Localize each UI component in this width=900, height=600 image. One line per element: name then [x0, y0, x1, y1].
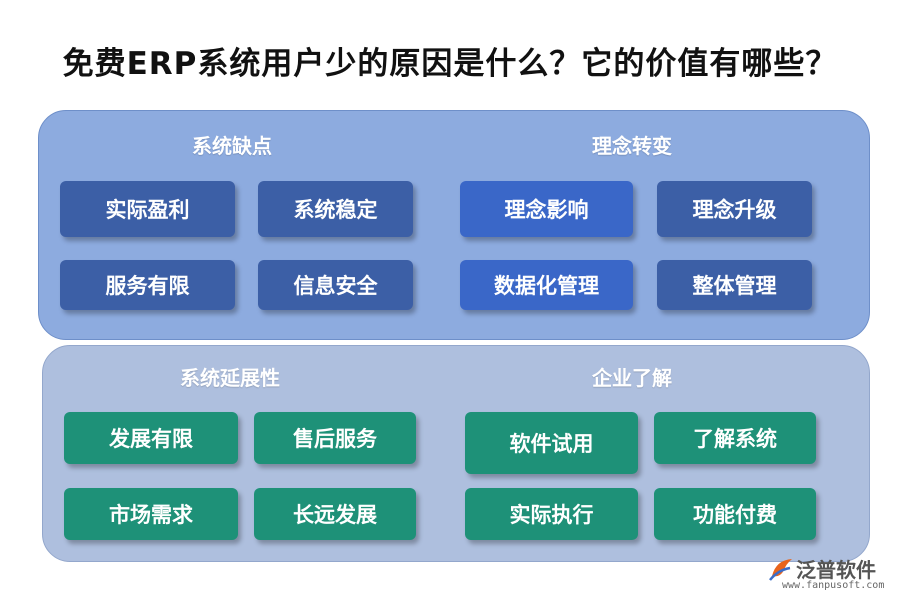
fanpu-logo-icon — [769, 559, 792, 581]
section-title-system-extensibility: 系统延展性 — [180, 366, 280, 390]
box-system-stability: 系统稳定 — [258, 181, 413, 237]
section-title-system-defects: 系统缺点 — [192, 134, 272, 158]
box-actual-execution: 实际执行 — [465, 488, 638, 540]
box-concept-influence: 理念影响 — [460, 181, 633, 237]
box-software-trial: 软件试用 — [465, 412, 638, 474]
box-concept-upgrade: 理念升级 — [657, 181, 812, 237]
logo-url: www.fanpusoft.com — [782, 580, 885, 591]
diagram-title: 免费ERP系统用户少的原因是什么？它的价值有哪些？ — [62, 46, 838, 82]
box-actual-profit: 实际盈利 — [60, 181, 235, 237]
box-info-security: 信息安全 — [258, 260, 413, 310]
logo-name: 泛普软件 — [796, 558, 876, 582]
fanpu-logo: 泛普软件 www.fanpusoft.com — [768, 552, 893, 596]
box-market-demand: 市场需求 — [64, 488, 238, 540]
section-title-enterprise-understanding: 企业了解 — [592, 366, 672, 390]
box-limited-development: 发展有限 — [64, 412, 238, 464]
box-limited-service: 服务有限 — [60, 260, 235, 310]
box-understand-system: 了解系统 — [654, 412, 816, 464]
box-paid-features: 功能付费 — [654, 488, 816, 540]
box-overall-management: 整体管理 — [657, 260, 812, 310]
section-title-concept-change: 理念转变 — [592, 134, 672, 158]
box-data-management: 数据化管理 — [460, 260, 633, 310]
box-after-sales-service: 售后服务 — [254, 412, 416, 464]
box-long-term-development: 长远发展 — [254, 488, 416, 540]
